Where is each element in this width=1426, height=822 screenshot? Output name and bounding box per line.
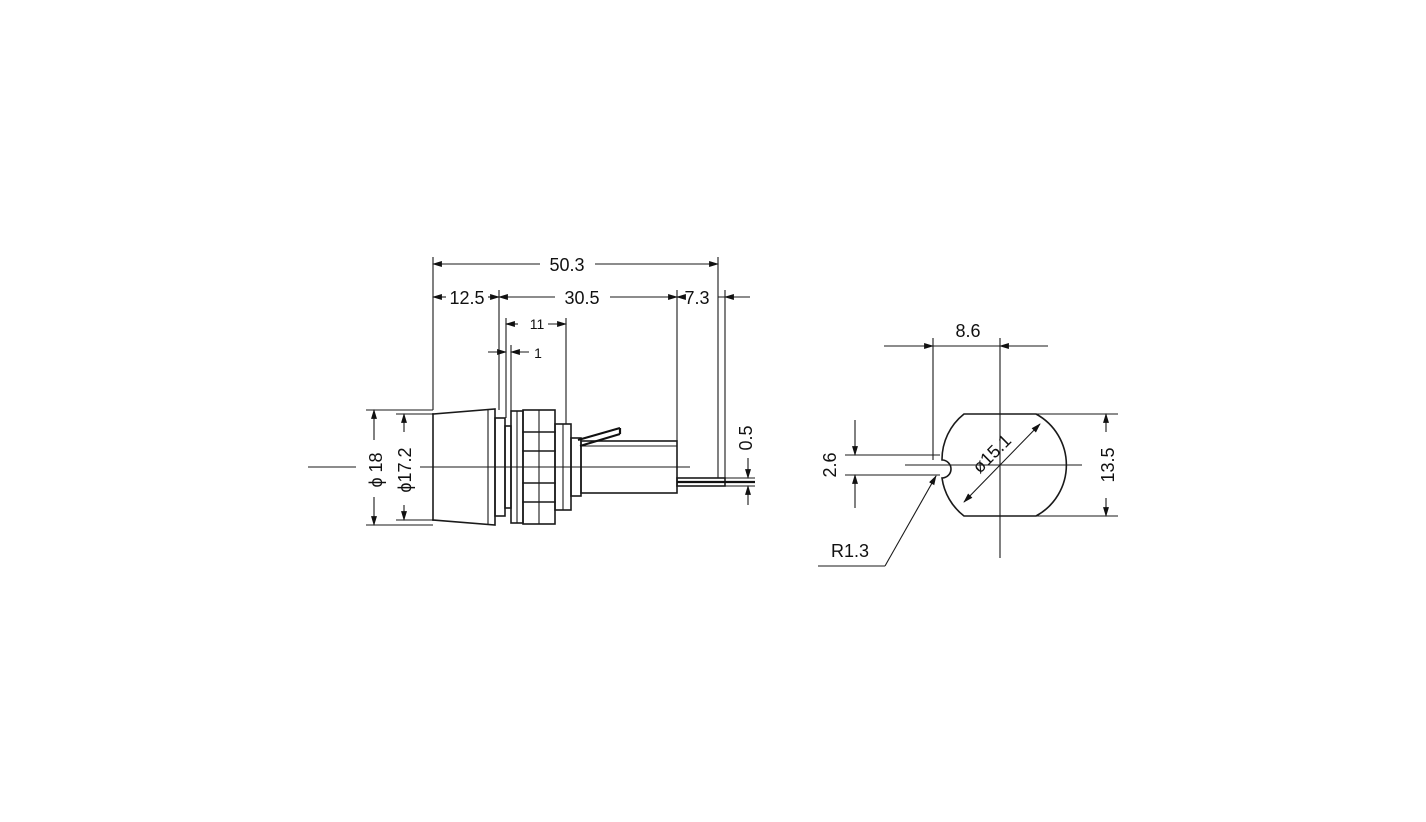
dim-terminal-length-label: 7.3 <box>684 288 709 308</box>
dim-terminal-thickness: 0.5 <box>725 425 756 505</box>
dim-key-radius-label: R1.3 <box>831 541 869 561</box>
threaded-body-shape <box>554 423 582 511</box>
dim-flat-height: 13.5 <box>1036 413 1118 517</box>
panel-cutout-view: 8.6 ø15.1 13.5 2.6 R1.3 <box>818 321 1118 567</box>
dim-terminal-thickness-label: 0.5 <box>736 425 756 450</box>
dim-outer-diameter: ϕ 18 <box>366 409 433 526</box>
dim-outer-diameter-label: ϕ 18 <box>366 452 386 487</box>
dim-body-length: 30.5 <box>498 288 678 308</box>
dim-key-width-label: 2.6 <box>820 452 840 477</box>
dim-flat-offset: 8.6 <box>884 321 1048 349</box>
dim-cap-diameter-label: ϕ17.2 <box>395 447 415 492</box>
side-view: 50.3 12.5 30.5 7.3 11 1 <box>308 255 756 526</box>
dim-flat-offset-label: 8.6 <box>955 321 980 341</box>
end-terminal-shape <box>676 477 755 487</box>
dim-cap-diameter: ϕ17.2 <box>395 413 433 521</box>
dim-terminal-length: 7.3 <box>676 288 750 308</box>
dim-overall-length-label: 50.3 <box>549 255 584 275</box>
dim-cap-length: 12.5 <box>432 288 500 308</box>
cap-shape <box>432 408 496 526</box>
dim-nut-width: 11 <box>505 316 567 332</box>
dim-flat-height-label: 13.5 <box>1098 447 1118 482</box>
dim-key-radius: R1.3 <box>818 475 937 567</box>
cutout-outline <box>941 413 1068 517</box>
dim-flange-width: 1 <box>488 345 542 361</box>
dim-hole-diameter: ø15.1 <box>963 423 1041 503</box>
dim-body-length-label: 30.5 <box>564 288 599 308</box>
hex-nut-shape <box>522 409 556 525</box>
dim-flange-width-label: 1 <box>534 345 542 361</box>
dim-nut-width-label: 11 <box>530 316 545 332</box>
rear-body-shape <box>580 440 678 494</box>
dim-hole-diameter-label: ø15.1 <box>968 430 1015 477</box>
extension-lines <box>432 257 726 478</box>
side-terminal-shape <box>577 426 622 448</box>
dim-overall-length: 50.3 <box>432 255 719 275</box>
dim-cap-length-label: 12.5 <box>449 288 484 308</box>
dim-key-width: 2.6 <box>820 420 940 508</box>
